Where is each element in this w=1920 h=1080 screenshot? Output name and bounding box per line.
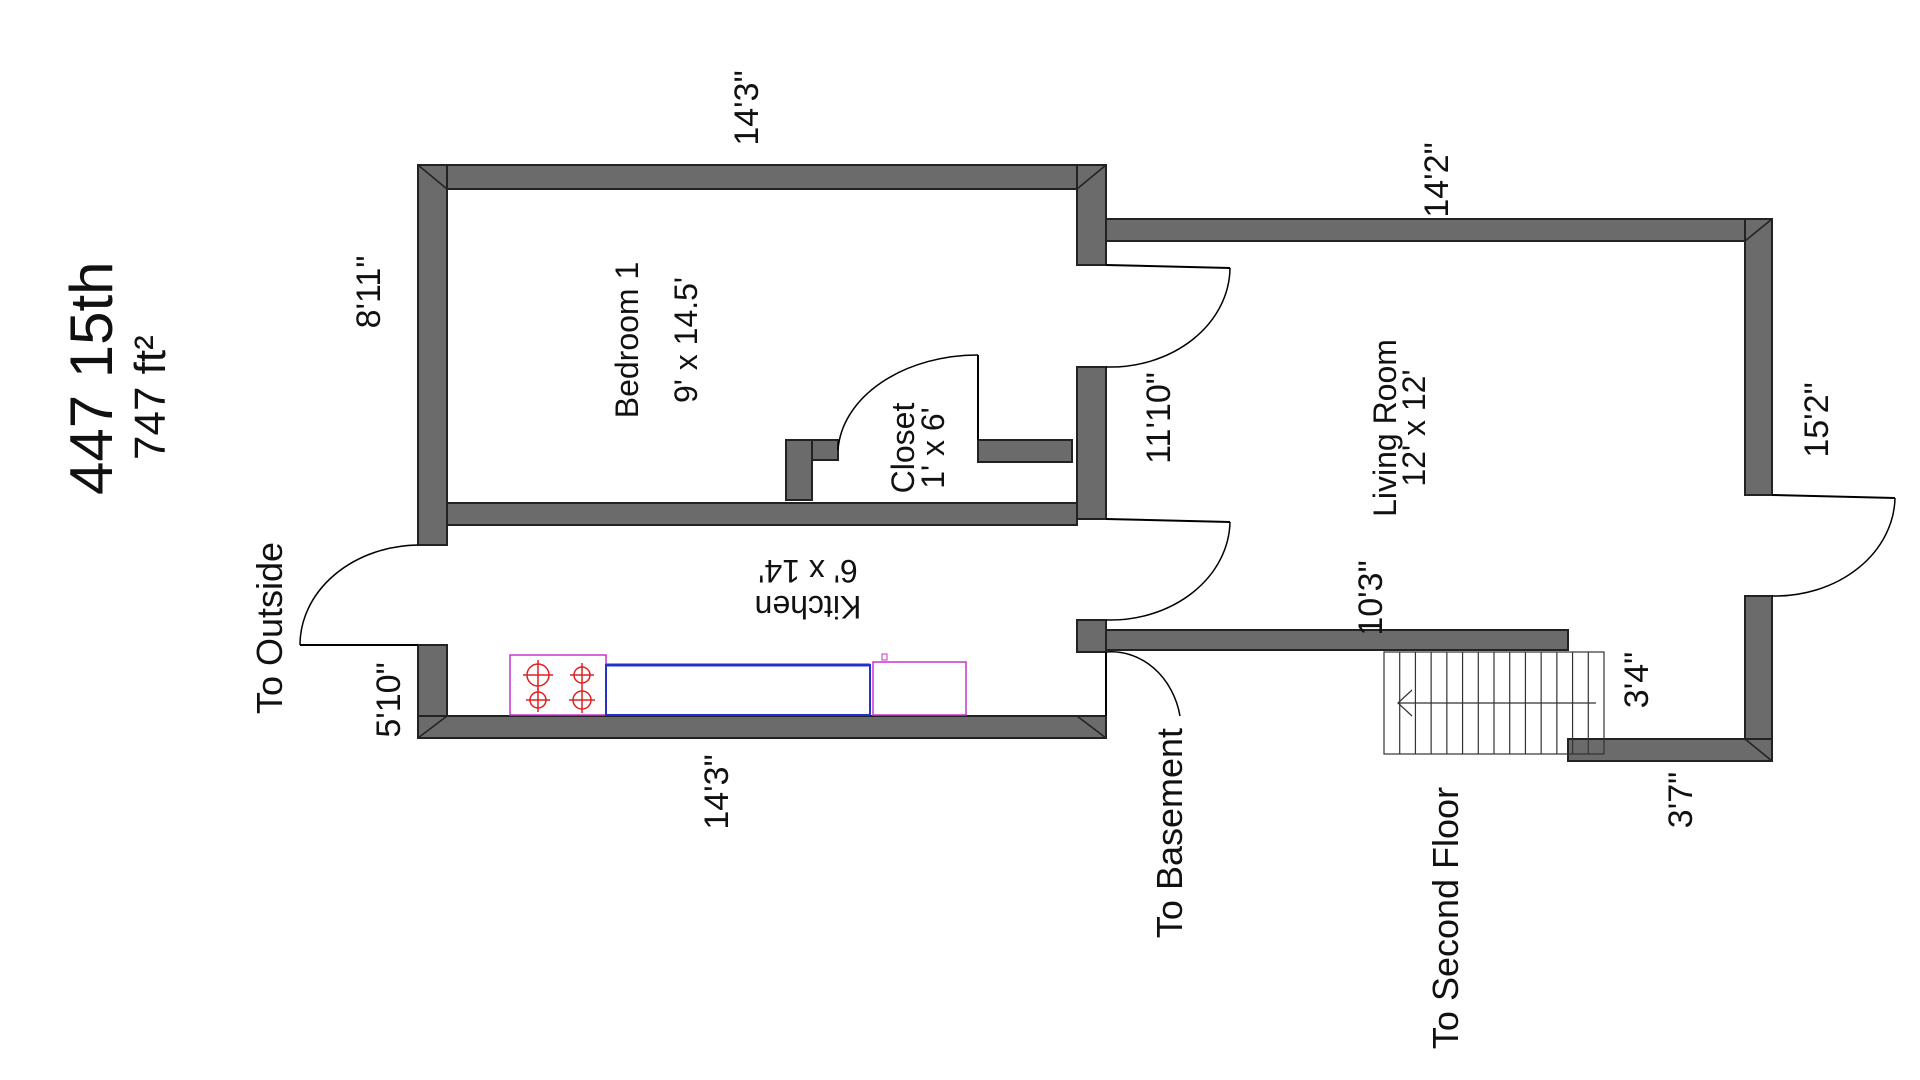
dim-bottom-right: 3'7" (1662, 772, 1700, 828)
wall-middle-c (1076, 619, 1107, 653)
wall-hall (1105, 629, 1569, 651)
wall-left-upper (417, 164, 448, 546)
wall-bedroom-top (417, 164, 1107, 190)
wall-miter-lines (417, 164, 1773, 762)
wall-bedroom-kitchen (446, 502, 1078, 526)
sink-knob (881, 653, 888, 661)
stove-burner-cross (569, 687, 595, 713)
stove-burner-cross (570, 663, 594, 687)
wall-closet-right (977, 439, 1073, 463)
wall-middle-a (1076, 164, 1107, 266)
wall-closet-left-post (785, 439, 813, 501)
wall-living-right-lower (1744, 595, 1773, 762)
door-outside (299, 544, 419, 646)
wall-kitchen-bottom (417, 715, 1107, 739)
dim-top-bedroom: 14'3" (728, 70, 766, 145)
door-living-outer (1771, 494, 1896, 597)
note-second-floor: To Second Floor (1425, 787, 1466, 1049)
wall-living-right-upper (1744, 218, 1773, 496)
dim-kitchen-left: 5'10" (370, 662, 408, 737)
bedroom-size: 9' x 14.5' (668, 277, 704, 403)
door-basement (1105, 651, 1181, 717)
stove-burner-cross (526, 688, 550, 712)
stove-burner-cross (523, 660, 553, 690)
dim-hall-wall: 10'3" (1352, 560, 1390, 635)
stairs (1383, 651, 1605, 755)
closet-name: Closet (885, 403, 921, 494)
bedroom-name: Bedroom 1 (609, 262, 645, 419)
wall-middle-b (1076, 366, 1107, 520)
dim-living-right: 15'2" (1798, 382, 1836, 457)
stair-direction-arrow (1397, 689, 1596, 717)
stove (509, 654, 607, 716)
wall-living-top (1105, 218, 1773, 242)
door-kitchen (1105, 518, 1231, 621)
dim-living-top: 14'2" (1418, 142, 1456, 217)
address-title: 447 15th (58, 261, 125, 495)
dim-living-left: 11'10" (1140, 372, 1178, 464)
counter (605, 664, 871, 716)
door-closet (837, 354, 979, 451)
note-basement: To Basement (1149, 728, 1190, 938)
dim-bedroom-left: 8'11" (350, 256, 388, 329)
living-name: Living Room (1367, 339, 1403, 517)
doors (299, 264, 1896, 717)
walls (417, 164, 1773, 762)
closet-size: 1' x 6' (915, 407, 951, 489)
door-bedroom (1105, 264, 1231, 368)
wall-living-bottom (1567, 738, 1773, 762)
kitchen-fixtures (509, 653, 967, 716)
dim-stair-width: 3'4" (1618, 652, 1656, 708)
sink-fridge (872, 661, 967, 716)
living-size: 12' x 12' (1396, 369, 1432, 486)
kitchen-name: Kitchen (755, 589, 862, 625)
kitchen-size: 6' x 14' (758, 553, 857, 589)
dim-kitchen-bottom: 14'3" (698, 754, 736, 829)
area-subtitle: 747 ft² (126, 335, 175, 460)
note-outside: To Outside (249, 542, 290, 714)
